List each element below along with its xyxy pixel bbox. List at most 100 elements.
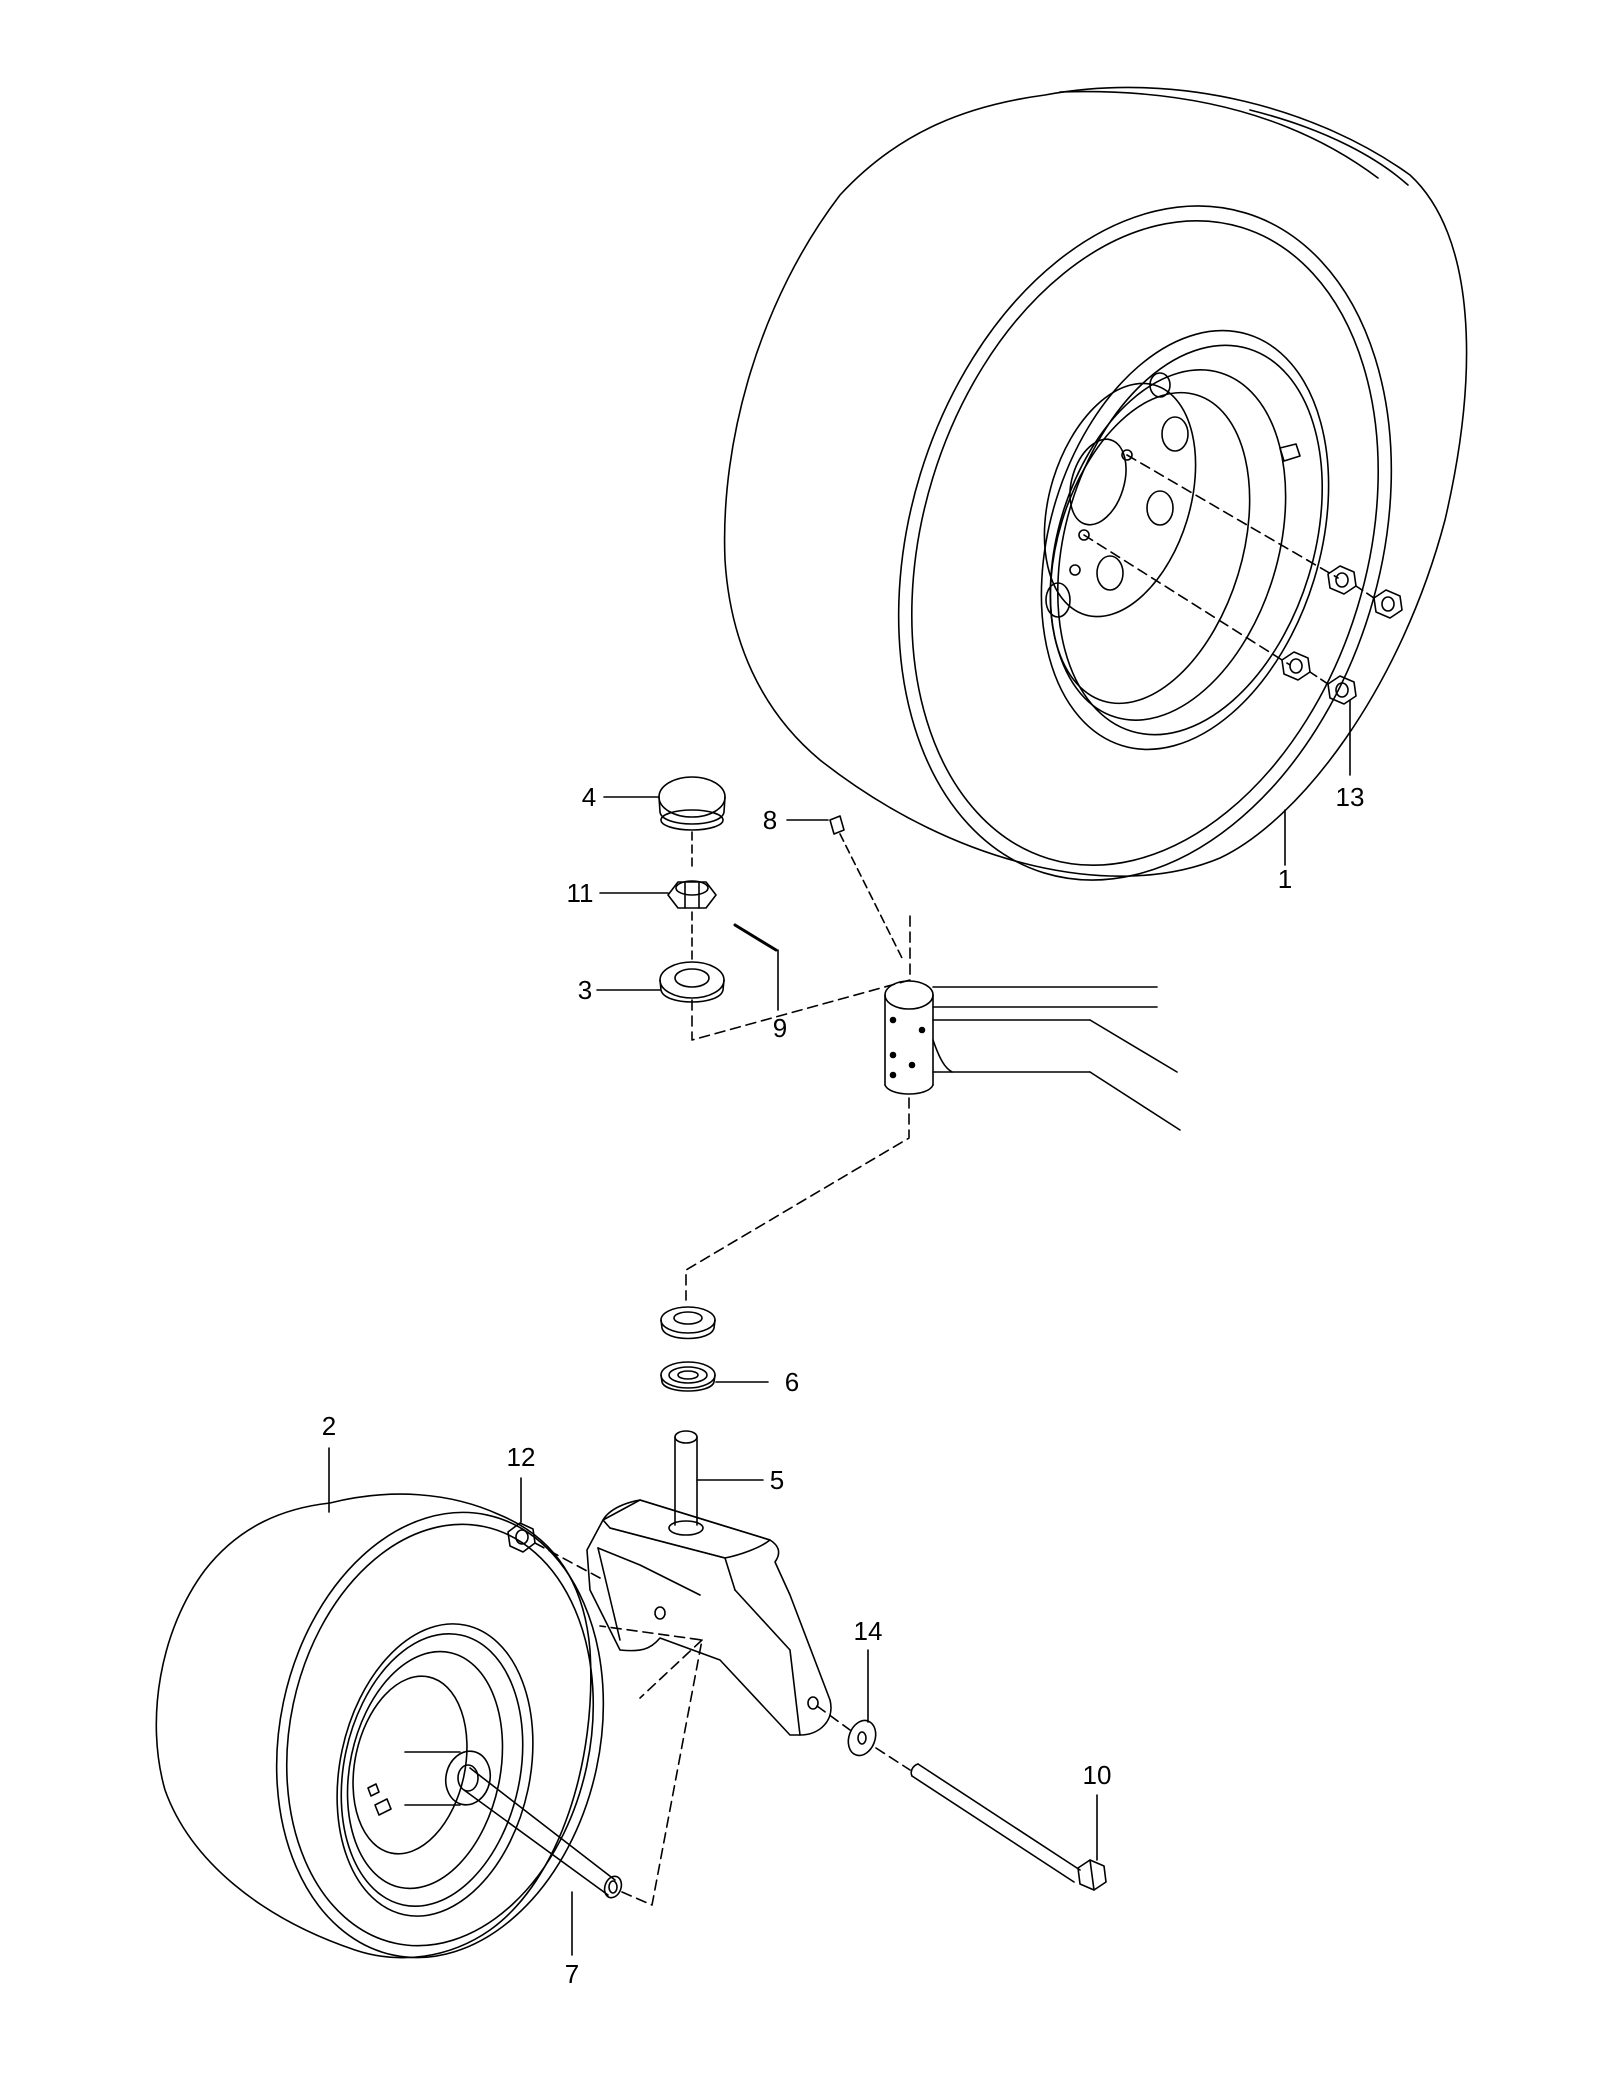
fork-hole: [808, 1697, 818, 1709]
castle-nut: [668, 882, 716, 908]
lug-axis-line: [1127, 455, 1338, 578]
caster-rim-outer: [311, 1605, 558, 1934]
lug-hole: [1070, 565, 1080, 575]
caster-rim-hub: [337, 1666, 482, 1865]
dust-cap-seal: [661, 810, 723, 830]
spindle-collar: [669, 1521, 703, 1535]
fork-side-inner: [598, 1548, 620, 1640]
bearing-6-inner: [678, 1371, 698, 1379]
bolt-shank-edge: [918, 1764, 1080, 1870]
assembly-axis: [535, 1543, 600, 1578]
spindle-top: [675, 1431, 697, 1443]
axle-end: [602, 1874, 625, 1900]
frame-rail: [933, 1040, 952, 1072]
axle-nut-12-bore: [516, 1530, 528, 1544]
callout-5: 5: [770, 1465, 784, 1495]
lug-hole: [1122, 450, 1132, 460]
callout-6: 6: [785, 1367, 799, 1397]
washer-and-bolt: [817, 1706, 1106, 1890]
tire-back-outline: [725, 87, 1467, 876]
dust-cap-top: [659, 777, 725, 817]
assembly-axis: [817, 1706, 850, 1730]
assembly-axis: [640, 1640, 702, 1698]
caster-rim-inner: [327, 1637, 524, 1903]
wheel-stud: [1280, 444, 1300, 461]
lug-nut-13: [1282, 652, 1310, 680]
callout-12: 12: [507, 1442, 536, 1472]
cotter-pin: [735, 925, 776, 950]
bearing-cup-outer: [660, 962, 724, 998]
pivot-tube-hole: [891, 1053, 896, 1058]
fork-side-inner: [598, 1548, 700, 1595]
tire-front-inner: [836, 163, 1454, 924]
assembly-axis: [876, 1748, 910, 1770]
lug-axis-line: [1356, 586, 1374, 598]
bearing-6-side: [661, 1375, 715, 1391]
fork-body-outline: [587, 1500, 831, 1735]
axle-end-bore: [609, 1881, 617, 1893]
fork-hole: [655, 1607, 665, 1619]
rim-well: [1015, 368, 1285, 728]
tire-tread-line: [1060, 92, 1378, 178]
rim-hole: [1150, 373, 1170, 397]
lower-bearings: [661, 1307, 715, 1391]
lug-nut-13-bore: [1336, 683, 1348, 697]
dust-cap-side: [659, 797, 725, 824]
rim-outer: [993, 295, 1377, 785]
assembly-axis: [691, 914, 911, 1041]
rim-inner: [1010, 341, 1326, 750]
callout-8: 8: [763, 805, 777, 835]
fork-flange: [610, 1528, 735, 1590]
castle-nut-top: [676, 881, 708, 895]
pivot-tube-hole: [910, 1063, 915, 1068]
lug-nut-13-bore: [1290, 659, 1302, 673]
lug-nut-13-bore: [1336, 573, 1348, 587]
callout-2: 2: [322, 1411, 336, 1441]
large-wheel-assembly: [725, 87, 1471, 941]
rim-hole: [1046, 583, 1070, 617]
bearing-upper-side: [661, 1320, 715, 1339]
caster-tire-front-inner: [249, 1495, 631, 1974]
caster-rim-lip: [317, 1617, 547, 1924]
rim-hub-face: [1018, 365, 1222, 635]
caster-tire-front-outer: [237, 1482, 644, 1989]
frame-rail: [1090, 1020, 1177, 1072]
lug-nuts: [1282, 566, 1402, 704]
bolt-shank-tip: [911, 1764, 918, 1776]
rim-center-bore: [1060, 432, 1135, 531]
washer-14: [844, 1717, 881, 1760]
upper-hardware: [659, 777, 911, 1041]
lug-axis-line: [1310, 672, 1328, 684]
caster-valve-stem: [368, 1784, 379, 1796]
pivot-tube-hole: [920, 1028, 925, 1033]
caster-hub-face: [441, 1747, 495, 1809]
callout-14: 14: [854, 1616, 883, 1646]
grease-fitting: [830, 816, 844, 834]
fork-top-plate: [603, 1500, 770, 1558]
assembly-axis: [599, 1625, 703, 1906]
bolt-head-edge: [1090, 1860, 1094, 1890]
lug-hole: [1079, 530, 1089, 540]
callout-labels: 1 2 3 4 5 6 7 8 9 10 11 12 13 14: [322, 782, 1365, 1989]
rim-hole: [1147, 491, 1173, 525]
pivot-tube-hole: [891, 1073, 896, 1078]
leader-lines: [329, 700, 1350, 1955]
callout-10: 10: [1083, 1760, 1112, 1790]
grease-fitting-axis: [840, 834, 903, 960]
tire-tread-line-2: [1250, 110, 1408, 185]
callout-3: 3: [578, 975, 592, 1005]
pivot-tube-hole: [891, 1018, 896, 1023]
callout-9: 9: [773, 1013, 787, 1043]
caster-axle: [464, 1625, 703, 1906]
callout-4: 4: [582, 782, 596, 812]
callout-7: 7: [565, 1959, 579, 1989]
caster-wheel-assembly: [156, 1482, 643, 1989]
assembly-axis: [685, 1097, 910, 1301]
axle-nut: [508, 1523, 600, 1578]
callout-11: 11: [567, 878, 594, 908]
pivot-tube-top: [885, 981, 933, 1009]
washer-14-bore: [858, 1732, 866, 1744]
bearing-upper-outer: [661, 1307, 715, 1333]
fork-side-inner: [735, 1590, 800, 1735]
